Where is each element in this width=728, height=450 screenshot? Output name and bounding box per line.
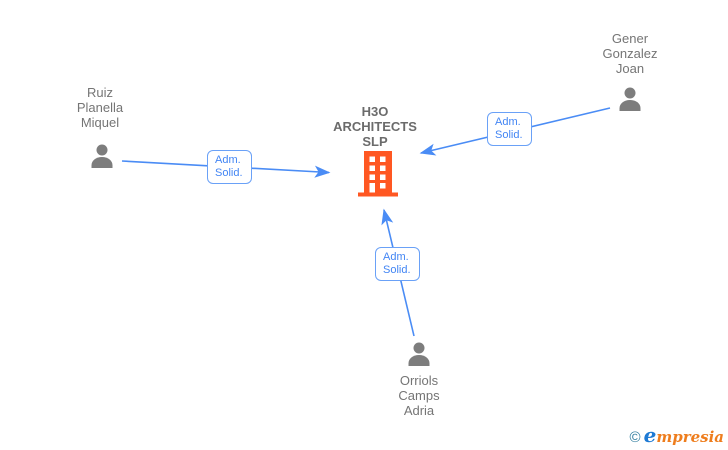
person-name-line: Orriols xyxy=(399,373,439,388)
company-name-line: H3O xyxy=(361,104,389,119)
brand-initial: e xyxy=(643,423,657,447)
person-name-line: Camps xyxy=(398,388,440,403)
brand-name: mpresia xyxy=(656,428,724,446)
person-name-orriols-camps-adria[interactable]: Orriols Camps Adria xyxy=(374,373,464,418)
company-name-line: ARCHITECTS xyxy=(333,119,417,134)
person-name-ruiz-planella-miquel[interactable]: Ruiz Planella Miquel xyxy=(55,85,145,130)
person-icon-ruiz[interactable] xyxy=(86,141,118,178)
edge-label-adm-solid-ruiz: Adm. Solid. xyxy=(207,150,252,184)
copyright-icon: © xyxy=(629,429,641,446)
person-icon-orriols[interactable] xyxy=(403,339,435,376)
empresia-watermark: ©empresia xyxy=(630,423,724,447)
building-icon[interactable] xyxy=(357,150,399,202)
edge-label-adm-solid-gener: Adm. Solid. xyxy=(487,112,532,146)
person-icon-gener[interactable] xyxy=(614,84,646,121)
person-name-line: Adria xyxy=(403,403,435,418)
person-name-gener-gonzalez-joan[interactable]: Gener Gonzalez Joan xyxy=(585,31,675,76)
person-name-line: Planella xyxy=(76,100,124,115)
edge-label-adm-solid-orriols: Adm. Solid. xyxy=(375,247,420,281)
company-name-line: SLP xyxy=(362,134,388,149)
person-name-line: Joan xyxy=(615,61,645,76)
person-name-line: Gonzalez xyxy=(602,46,658,61)
company-name-h3o-architects[interactable]: H3O ARCHITECTS SLP xyxy=(305,104,445,149)
person-name-line: Ruiz xyxy=(86,85,113,100)
person-name-line: Gener xyxy=(611,31,649,46)
person-name-line: Miquel xyxy=(80,115,120,130)
